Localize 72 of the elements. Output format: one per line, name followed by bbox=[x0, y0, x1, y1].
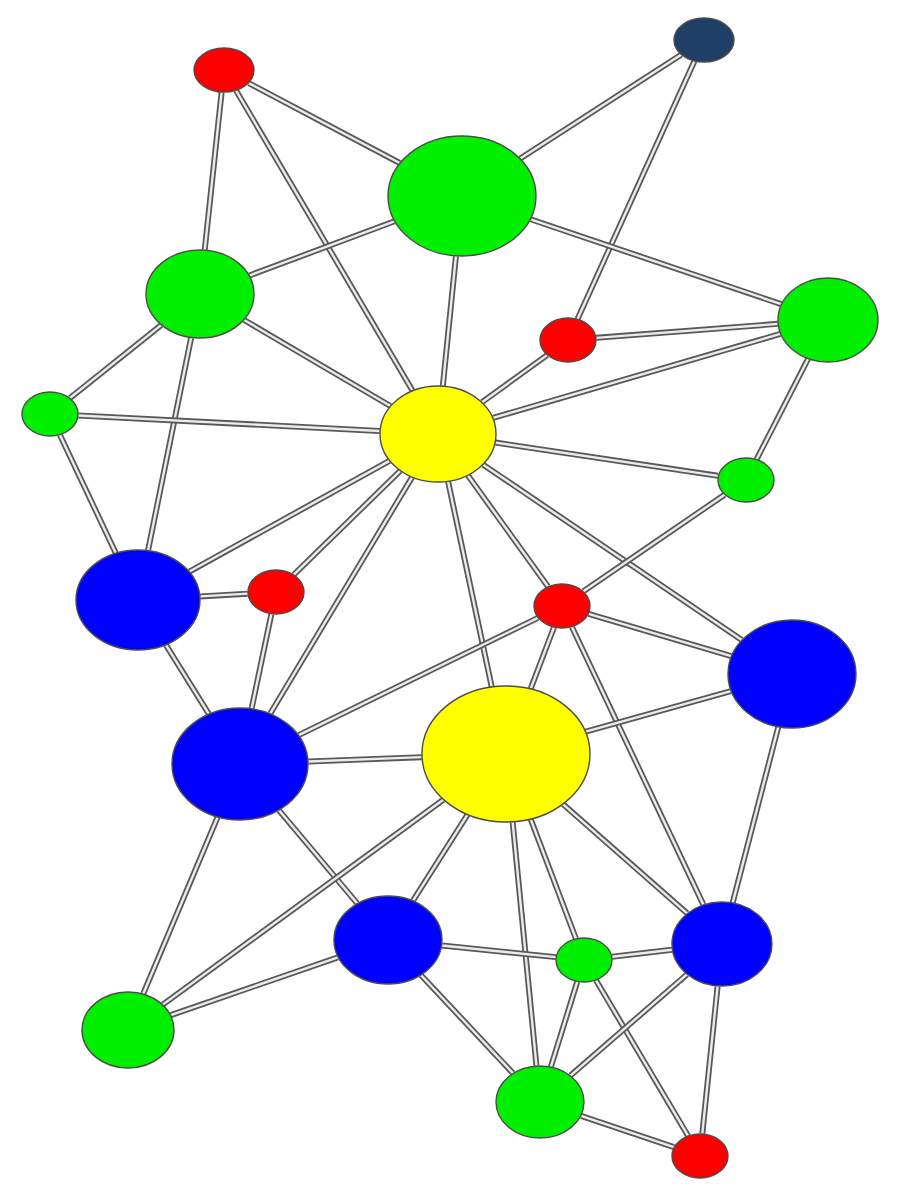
edge-line bbox=[242, 317, 392, 409]
graph-vertex bbox=[539, 317, 597, 363]
edge-line bbox=[200, 590, 248, 600]
graph-vertex bbox=[727, 619, 857, 729]
edge-line bbox=[481, 462, 744, 643]
edge-line bbox=[445, 481, 495, 688]
edge-line bbox=[753, 357, 811, 461]
graph-vertex bbox=[421, 685, 591, 823]
graph-vertex bbox=[21, 391, 79, 437]
graph-vertex bbox=[171, 707, 309, 821]
edge-line bbox=[568, 972, 689, 1078]
edge-line bbox=[548, 980, 581, 1068]
edge-line bbox=[247, 80, 402, 166]
graph-vertex bbox=[145, 249, 255, 339]
edge-line bbox=[527, 818, 579, 940]
graph-vertex bbox=[81, 991, 175, 1069]
graph-vertex bbox=[379, 385, 497, 483]
edge-line bbox=[529, 216, 783, 307]
edge-line bbox=[492, 331, 782, 421]
edge-line bbox=[248, 218, 396, 279]
edge-line bbox=[495, 439, 719, 479]
edge-line bbox=[233, 89, 415, 393]
edge-line bbox=[561, 802, 690, 916]
edge-line bbox=[729, 726, 782, 904]
edge-line bbox=[308, 754, 422, 765]
edge-line bbox=[441, 942, 557, 961]
graph-vertex bbox=[247, 569, 305, 615]
edge-line bbox=[57, 433, 119, 555]
graph-vertex bbox=[495, 1065, 585, 1139]
edge-line bbox=[581, 492, 727, 594]
graph-vertex bbox=[75, 549, 201, 651]
edge-line bbox=[593, 978, 691, 1138]
graph-vertex bbox=[671, 1133, 729, 1179]
graph-vertex bbox=[555, 937, 613, 983]
edge-line bbox=[169, 954, 339, 1018]
edge-line bbox=[418, 973, 516, 1076]
edge-line bbox=[509, 821, 540, 1066]
graph-vertex bbox=[387, 135, 537, 257]
edge-line bbox=[410, 813, 470, 903]
edge-line bbox=[596, 320, 779, 341]
edge-line bbox=[145, 337, 195, 551]
edge-line bbox=[587, 611, 733, 659]
edge-line bbox=[580, 1113, 675, 1151]
edge-line bbox=[188, 458, 391, 575]
edge-line bbox=[68, 322, 164, 401]
edge-line bbox=[267, 475, 415, 715]
graph-vertex bbox=[533, 583, 591, 629]
graph-vertex bbox=[673, 17, 735, 63]
edge-line bbox=[163, 643, 212, 716]
edge-line bbox=[439, 255, 459, 387]
edge-line bbox=[574, 60, 698, 321]
graph-vertex bbox=[777, 277, 879, 363]
edge-line bbox=[569, 625, 707, 906]
graph-vertex bbox=[717, 457, 775, 503]
edge-line bbox=[276, 808, 360, 906]
edge-line bbox=[518, 52, 683, 161]
edge-line bbox=[140, 816, 221, 995]
graph-vertex bbox=[333, 895, 443, 985]
edge-line bbox=[161, 797, 446, 1008]
edge-line bbox=[584, 688, 732, 735]
edge-line bbox=[78, 412, 380, 434]
edge-line bbox=[297, 615, 540, 738]
edge-line bbox=[527, 626, 557, 690]
edge-line bbox=[480, 352, 549, 405]
graph-vertex bbox=[193, 47, 255, 93]
edge-line bbox=[201, 92, 225, 251]
edge-line bbox=[465, 473, 551, 589]
edge-line bbox=[611, 946, 673, 960]
edge-line bbox=[699, 985, 721, 1134]
edge-line bbox=[248, 613, 275, 710]
graph-vertex bbox=[671, 901, 773, 987]
edge-line bbox=[291, 468, 403, 577]
